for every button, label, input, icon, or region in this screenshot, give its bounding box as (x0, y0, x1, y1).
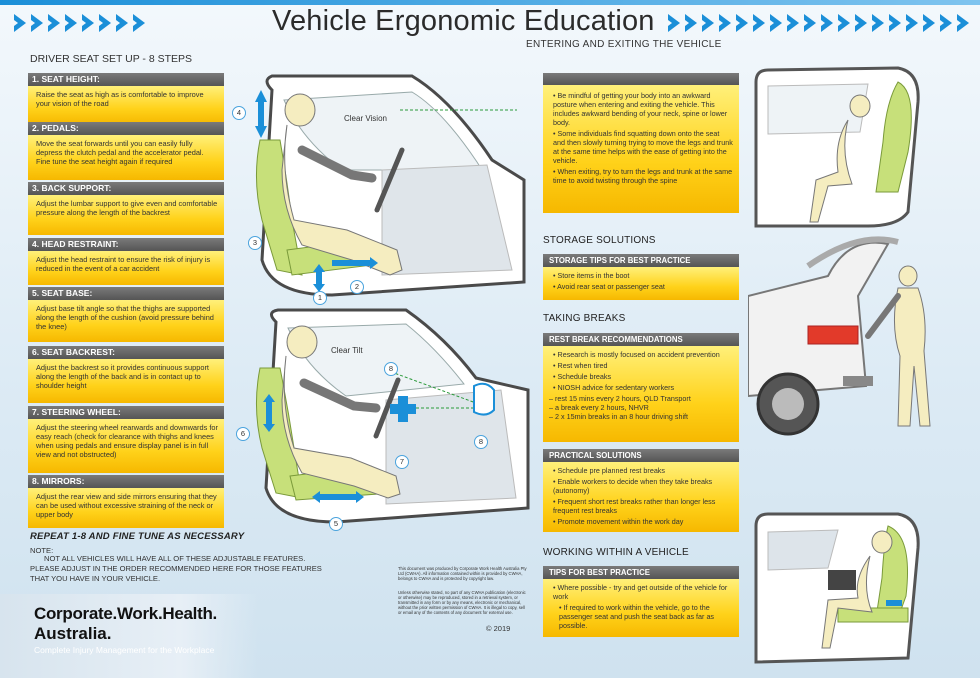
seat-diagram-top (232, 70, 532, 302)
working-tips-box: TIPS FOR BEST PRACTICE • Where possible … (543, 566, 739, 637)
step-text: Adjust the steering wheel rearwards and … (28, 419, 224, 473)
page-title: Vehicle Ergonomic Education (272, 5, 655, 37)
step-head-restraint: 4. HEAD RESTRAINT: Adjust the head restr… (28, 238, 224, 285)
entering-exiting-box: • Be mindful of getting your body into a… (543, 73, 739, 213)
step-title: 3. BACK SUPPORT: (28, 182, 224, 195)
step-title: 7. STEERING WHEEL: (28, 406, 224, 419)
box-body: • Schedule pre planned rest breaks • Ena… (543, 462, 739, 532)
box-body: • Research is mostly focused on accident… (543, 346, 739, 442)
note-line-3: THAT YOU HAVE IN YOUR VEHICLE. (30, 574, 161, 583)
callout-4: 4 (232, 106, 246, 120)
list-item: – a break every 2 hours, NHVR (549, 403, 649, 412)
storage-section-title: STORAGE SOLUTIONS (543, 235, 656, 246)
box-header: PRACTICAL SOLUTIONS (543, 449, 739, 462)
list-item: • Research is mostly focused on accident… (553, 350, 720, 359)
list-item: • Promote movement within the work day (553, 517, 684, 526)
clear-tilt-label: Clear Tilt (331, 346, 363, 355)
step-text: Move the seat forwards until you can eas… (28, 135, 224, 180)
rest-break-box: REST BREAK RECOMMENDATIONS • Research is… (543, 333, 739, 442)
callout-8-steering: 8 (384, 362, 398, 376)
step-title: 5. SEAT BASE: (28, 287, 224, 300)
step-text: Adjust the backrest so it provides conti… (28, 359, 224, 403)
callout-5: 5 (329, 517, 343, 531)
car-boot-illustration (748, 236, 980, 436)
note-line-2: PLEASE ADJUST IN THE ORDER RECOMMENDED H… (30, 564, 322, 573)
left-chevrons (10, 14, 147, 32)
list-item: • Where possible - try and get outside o… (553, 583, 728, 601)
logo-band (0, 594, 258, 678)
storage-box: STORAGE TIPS FOR BEST PRACTICE • Store i… (543, 254, 739, 300)
list-item: • Frequent short rest breaks rather than… (553, 497, 716, 515)
callout-7: 7 (395, 455, 409, 469)
breaks-section-title: TAKING BREAKS (543, 313, 626, 324)
logo-tagline: Complete Injury Management for the Workp… (34, 645, 215, 655)
list-item: • Enable workers to decide when they tak… (553, 477, 713, 495)
note-line-1: NOT ALL VEHICLES WILL HAVE ALL OF THESE … (44, 554, 306, 563)
step-seat-height: 1. SEAT HEIGHT: Raise the seat as high a… (28, 73, 224, 124)
entering-vehicle-illustration (748, 62, 926, 230)
list-item: • Be mindful of getting your body into a… (553, 91, 728, 127)
seat-diagram-bottom (236, 308, 536, 533)
adjustment-note: NOTE: NOT ALL VEHICLES WILL HAVE ALL OF … (30, 546, 350, 584)
step-text: Adjust base tilt angle so that the thigh… (28, 300, 224, 342)
step-seat-backrest: 6. SEAT BACKREST: Adjust the backrest so… (28, 346, 224, 403)
callout-2: 2 (350, 280, 364, 294)
step-title: 4. HEAD RESTRAINT: (28, 238, 224, 251)
callout-1: 1 (313, 291, 327, 305)
list-item: – rest 15 mins every 2 hours, QLD Transp… (549, 394, 691, 403)
right-chevrons (664, 14, 971, 32)
box-body: • Store items in the boot • Avoid rear s… (543, 267, 739, 300)
note-label: NOTE: (30, 546, 54, 555)
step-seat-base: 5. SEAT BASE: Adjust base tilt angle so … (28, 287, 224, 342)
step-text: Adjust the head restraint to ensure the … (28, 251, 224, 285)
step-title: 8. MIRRORS: (28, 475, 224, 488)
steps-heading: DRIVER SEAT SET UP - 8 STEPS (30, 53, 193, 65)
logo-line-1: Corporate.Work.Health. (34, 604, 217, 623)
box-header (543, 73, 739, 85)
list-item: • Rest when tired (553, 361, 608, 370)
step-title: 1. SEAT HEIGHT: (28, 73, 224, 86)
list-item: • NIOSH advice for sedentary workers (553, 383, 675, 392)
working-in-vehicle-illustration (748, 508, 926, 668)
list-item: • If required to work within the vehicle… (559, 603, 715, 630)
list-item: • Store items in the boot (553, 271, 630, 280)
list-item: – 2 x 15min breaks in an 8 hour driving … (549, 412, 689, 421)
list-item: • Avoid rear seat or passenger seat (553, 282, 665, 291)
step-pedals: 2. PEDALS: Move the seat forwards until … (28, 122, 224, 180)
practical-solutions-box: PRACTICAL SOLUTIONS • Schedule pre plann… (543, 449, 739, 532)
step-text: Adjust the lumbar support to give even a… (28, 195, 224, 235)
copyright: © 2019 (486, 624, 511, 633)
step-mirrors: 8. MIRRORS: Adjust the rear view and sid… (28, 475, 224, 528)
step-title: 2. PEDALS: (28, 122, 224, 135)
logo-line-2: Australia. (34, 624, 112, 643)
fine-print-2: Unless otherwise stated, no part of any … (398, 590, 526, 615)
step-back-support: 3. BACK SUPPORT: Adjust the lumbar suppo… (28, 182, 224, 235)
top-accent-bar (0, 0, 980, 5)
box-header: TIPS FOR BEST PRACTICE (543, 566, 739, 579)
step-steering-wheel: 7. STEERING WHEEL: Adjust the steering w… (28, 406, 224, 473)
box-body: • Where possible - try and get outside o… (543, 579, 739, 637)
step-text: Raise the seat as high as is comfortable… (28, 86, 224, 124)
list-item: • Schedule pre planned rest breaks (553, 466, 665, 475)
clear-vision-label: Clear Vision (344, 114, 387, 123)
box-header: REST BREAK RECOMMENDATIONS (543, 333, 739, 346)
callout-6: 6 (236, 427, 250, 441)
step-text: Adjust the rear view and side mirrors en… (28, 488, 224, 528)
repeat-instruction: REPEAT 1-8 AND FINE TUNE AS NECESSARY (30, 531, 245, 542)
list-item: • Some individuals find squatting down o… (553, 129, 733, 165)
list-item: • When exiting, try to turn the legs and… (553, 167, 733, 185)
box-body: • Be mindful of getting your body into a… (543, 85, 739, 213)
fine-print-1: This document was produced by Corporate … (398, 566, 527, 581)
callout-8-mirror: 8 (474, 435, 488, 449)
step-title: 6. SEAT BACKREST: (28, 346, 224, 359)
page-subtitle: ENTERING AND EXITING THE VEHICLE (526, 39, 722, 50)
working-section-title: WORKING WITHIN A VEHICLE (543, 547, 689, 558)
box-header: STORAGE TIPS FOR BEST PRACTICE (543, 254, 739, 267)
list-item: • Schedule breaks (553, 372, 612, 381)
callout-3: 3 (248, 236, 262, 250)
